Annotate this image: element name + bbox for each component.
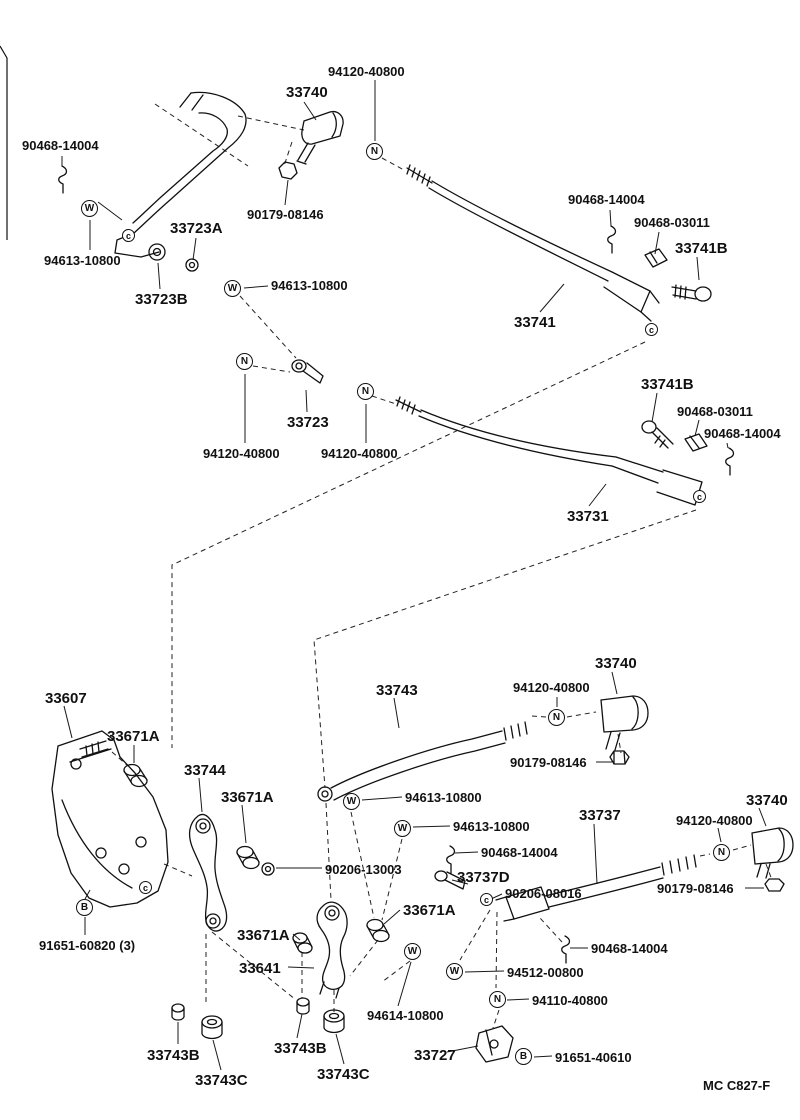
part-number-label: 33743B — [147, 1047, 200, 1064]
part-number-label: 33741B — [641, 376, 694, 393]
clip-symbol: c — [122, 229, 135, 242]
part-number-label: 33743C — [317, 1066, 370, 1083]
part-number-label: 94120-40800 — [328, 64, 405, 79]
part-number-label: 94120-40800 — [676, 813, 753, 828]
part-number-label: 33743 — [376, 682, 418, 699]
part-number-label: 94120-40800 — [513, 680, 590, 695]
part-number-label: 33641 — [239, 960, 281, 977]
part-number-label: 33723B — [135, 291, 188, 308]
part-number-label: 90468-14004 — [22, 138, 99, 153]
part-number-label: 33671A — [403, 902, 456, 919]
part-number-label: 94120-40800 — [321, 446, 398, 461]
nut-symbol: N — [366, 143, 383, 160]
nut-symbol: N — [357, 383, 374, 400]
nut-symbol: N — [489, 991, 506, 1008]
nut-symbol: N — [236, 353, 253, 370]
clip-symbol: c — [645, 323, 658, 336]
part-number-label: 90468-03011 — [634, 215, 710, 230]
part-number-label: 90468-14004 — [704, 426, 781, 441]
clip-symbol: c — [480, 893, 493, 906]
part-number-label: 33740 — [746, 792, 788, 809]
part-number-label: 33671A — [107, 728, 160, 745]
nut-symbol: N — [713, 844, 730, 861]
part-number-label: 33737 — [579, 807, 621, 824]
part-number-label: 90468-14004 — [568, 192, 645, 207]
part-number-label: 33723 — [287, 414, 329, 431]
washer-symbol: W — [224, 280, 241, 297]
part-number-label: 94512-00800 — [507, 965, 584, 980]
part-number-label: 33607 — [45, 690, 87, 707]
washer-symbol: W — [446, 963, 463, 980]
part-number-label: 90179-08146 — [657, 881, 734, 896]
part-number-label: 33723A — [170, 220, 223, 237]
part-number-label: 91651-60820 (3) — [39, 938, 136, 953]
part-number-label: 90179-08146 — [510, 755, 587, 770]
part-number-label: 33671A — [237, 927, 290, 944]
part-number-label: 94614-10800 — [367, 1008, 444, 1023]
part-number-label: 33727 — [414, 1047, 456, 1064]
part-number-label: 33744 — [184, 762, 226, 779]
part-number-label: 90468-14004 — [591, 941, 668, 956]
part-number-label: 90206-13003 — [325, 862, 402, 877]
part-number-label: 90206-08016 — [505, 886, 582, 901]
washer-symbol: W — [394, 820, 411, 837]
part-number-label: 90179-08146 — [247, 207, 324, 222]
part-number-label: 33740 — [595, 655, 637, 672]
part-number-label: 94613-10800 — [44, 253, 121, 268]
part-number-label: 33731 — [567, 508, 609, 525]
part-number-label: 94110-40800 — [532, 993, 608, 1008]
part-number-label: 33741 — [514, 314, 556, 331]
part-number-label: 94613-10800 — [271, 278, 348, 293]
nut-symbol: N — [548, 709, 565, 726]
clip-symbol: c — [139, 881, 152, 894]
part-number-label: 94613-10800 — [453, 819, 530, 834]
bolt-symbol: B — [76, 899, 93, 916]
part-number-label: 94613-10800 — [405, 790, 482, 805]
part-number-label: 33671A — [221, 789, 274, 806]
washer-symbol: W — [81, 200, 98, 217]
bolt-symbol: B — [515, 1048, 532, 1065]
part-number-label: 90468-03011 — [677, 404, 753, 419]
part-number-label: 91651-40610 — [555, 1050, 632, 1065]
washer-symbol: W — [404, 943, 421, 960]
part-number-label: 33740 — [286, 84, 328, 101]
part-number-label: 94120-40800 — [203, 446, 280, 461]
part-number-label: 33743C — [195, 1072, 248, 1089]
part-number-label: 33743B — [274, 1040, 327, 1057]
part-number-label: 33737D — [457, 869, 510, 886]
washer-symbol: W — [343, 793, 360, 810]
clip-symbol: c — [693, 490, 706, 503]
part-number-label: 90468-14004 — [481, 845, 558, 860]
part-number-label: 33741B — [675, 240, 728, 257]
catalog-code: MC C827-F — [703, 1078, 771, 1093]
